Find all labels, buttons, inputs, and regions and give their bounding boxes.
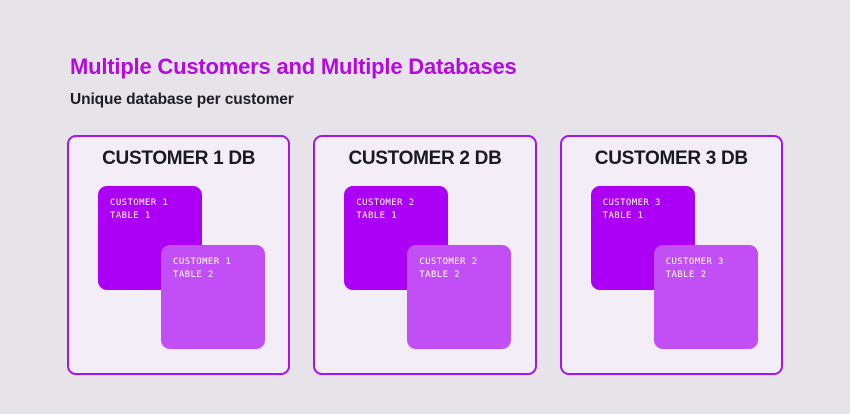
- database-card-customer-3: CUSTOMER 3 DB CUSTOMER 3 TABLE 1 CUSTOME…: [559, 135, 783, 375]
- table-box-label: CUSTOMER 1 TABLE 1: [110, 197, 168, 223]
- table-box-label-line-1: CUSTOMER 2: [419, 257, 478, 267]
- table-box-label-line-1: CUSTOMER 3: [665, 257, 724, 267]
- database-card-group: CUSTOMER 1 DB CUSTOMER 1 TABLE 1 CUSTOME…: [67, 135, 783, 375]
- table-box-label: CUSTOMER 3 TABLE 1: [603, 197, 661, 223]
- table-box-label-line-2: TABLE 2: [173, 270, 214, 280]
- table-box-label-line-2: TABLE 1: [110, 211, 151, 221]
- table-box-label-line-2: TABLE 1: [602, 211, 644, 221]
- table-box-label-line-2: TABLE 2: [419, 270, 461, 280]
- database-card-customer-2: CUSTOMER 2 DB CUSTOMER 2 TABLE 1 CUSTOME…: [313, 135, 537, 375]
- database-card-title: CUSTOMER 3 DB: [594, 148, 748, 169]
- page-title: Multiple Customers and Multiple Database…: [70, 54, 517, 79]
- table-box-label-line-1: CUSTOMER 2: [356, 198, 415, 208]
- table-box-label-line-1: CUSTOMER 3: [602, 198, 661, 208]
- database-card-title: CUSTOMER 2 DB: [348, 148, 502, 169]
- table-box-label-line-2: TABLE 1: [356, 211, 398, 221]
- table-box-customer-3-table-2: CUSTOMER 3 TABLE 2: [653, 245, 758, 349]
- table-box-customer-2-table-2: CUSTOMER 2 TABLE 2: [407, 245, 512, 349]
- table-box-label-line-1: CUSTOMER 1: [110, 198, 169, 208]
- table-box-label: CUSTOMER 3 TABLE 2: [666, 256, 724, 282]
- table-box-label: CUSTOMER 1 TABLE 2: [173, 256, 231, 282]
- table-box-label: CUSTOMER 2 TABLE 2: [419, 256, 477, 282]
- table-box-label-line-1: CUSTOMER 1: [173, 257, 232, 267]
- database-card-title: CUSTOMER 1 DB: [102, 148, 256, 169]
- database-card-customer-1: CUSTOMER 1 DB CUSTOMER 1 TABLE 1 CUSTOME…: [67, 135, 291, 375]
- page-subtitle: Unique database per customer: [70, 91, 294, 108]
- table-box-label-line-2: TABLE 2: [665, 270, 707, 280]
- table-box-customer-1-table-1: CUSTOMER 1 TABLE 1: [98, 186, 202, 290]
- table-box-label: CUSTOMER 2 TABLE 1: [356, 197, 414, 223]
- table-box-customer-1-table-2: CUSTOMER 1 TABLE 2: [161, 245, 265, 349]
